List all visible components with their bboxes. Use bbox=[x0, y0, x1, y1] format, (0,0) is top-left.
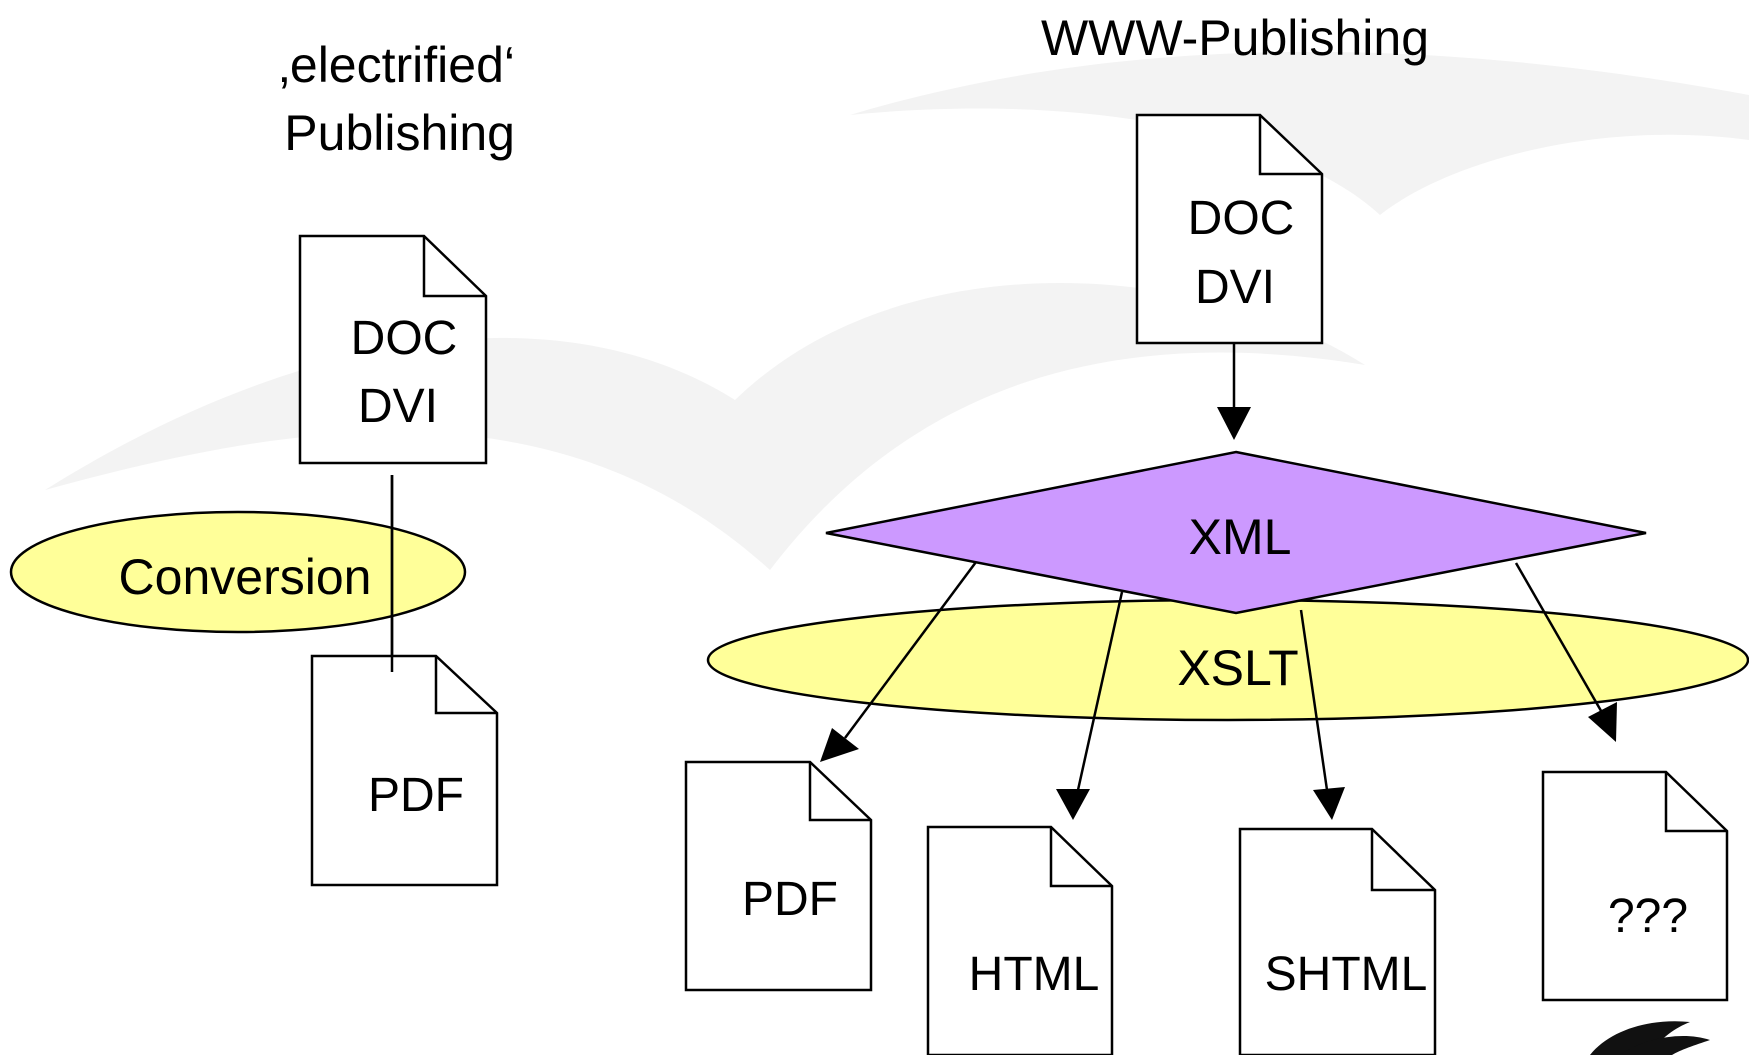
output-document-shtml: SHTML bbox=[1238, 827, 1437, 1055]
output-label-shtml: SHTML bbox=[1265, 948, 1428, 1001]
output-document-unknown: ??? bbox=[1541, 770, 1729, 1002]
xslt-label: XSLT bbox=[1177, 640, 1298, 696]
xml-to-html-arrow bbox=[1056, 591, 1124, 820]
right-source-line1: DOC bbox=[1188, 192, 1295, 245]
xml-label: XML bbox=[1189, 509, 1292, 565]
left-title-line1: ‚electrified‘ bbox=[279, 37, 515, 93]
right-source-line2: DVI bbox=[1195, 261, 1275, 314]
right-source-document: DOC DVI bbox=[1135, 113, 1324, 345]
left-output-label: PDF bbox=[368, 769, 464, 822]
source-to-xml-arrow bbox=[1217, 343, 1251, 440]
document-icon bbox=[926, 825, 1114, 1055]
xml-to-unknown-arrow bbox=[1514, 562, 1617, 742]
left-source-line1: DOC bbox=[351, 312, 458, 365]
document-icon bbox=[298, 234, 488, 465]
left-title-line2: Publishing bbox=[284, 105, 515, 161]
document-icon bbox=[1541, 770, 1729, 1002]
left-source-document: DOC DVI bbox=[298, 234, 488, 465]
document-icon bbox=[1135, 113, 1324, 345]
output-document-html: HTML bbox=[926, 825, 1114, 1055]
output-document-pdf: PDF bbox=[684, 760, 873, 992]
conversion-label: Conversion bbox=[119, 549, 372, 605]
document-icon bbox=[1238, 827, 1437, 1055]
output-label-unknown: ??? bbox=[1608, 890, 1688, 943]
xml-to-shtml-arrow bbox=[1299, 609, 1345, 820]
output-label-pdf: PDF bbox=[742, 873, 838, 926]
xml-intermediate: XML bbox=[825, 450, 1647, 615]
left-output-document: PDF bbox=[310, 654, 499, 887]
left-source-line2: DVI bbox=[358, 380, 438, 433]
right-title: WWW-Publishing bbox=[1041, 10, 1429, 66]
output-label-html: HTML bbox=[969, 948, 1100, 1001]
conversion-process: Conversion bbox=[9, 510, 467, 634]
xml-to-pdf-arrow bbox=[820, 561, 978, 762]
bird-logo-icon bbox=[1590, 1021, 1710, 1055]
